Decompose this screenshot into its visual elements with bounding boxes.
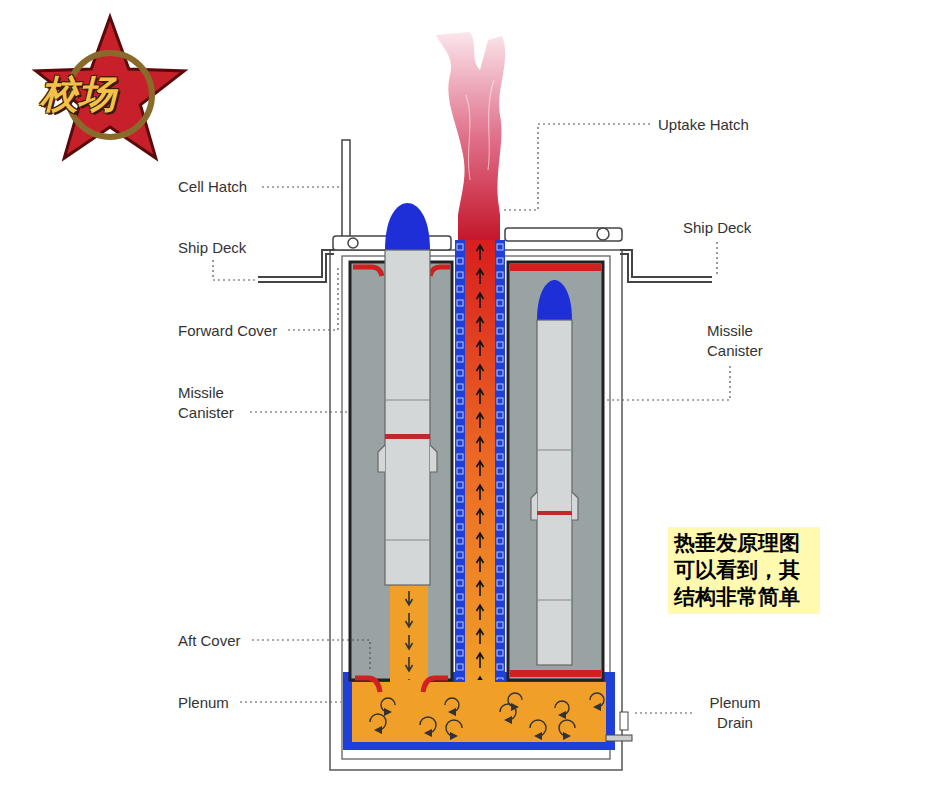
part-label: Aft Cover [178, 631, 241, 651]
part-label: Missile Canister [178, 383, 258, 423]
part-label: Cell Hatch [178, 177, 247, 197]
caption-note: 热垂发原理图 可以看到，其 结构非常简单 [668, 527, 820, 614]
part-label: Ship Deck [178, 238, 246, 258]
part-label: Uptake Hatch [658, 115, 749, 135]
part-label: Plenum [178, 693, 229, 713]
part-label: Plenum Drain [700, 693, 770, 733]
part-label: Missile Canister [707, 321, 787, 361]
logo-watermark: 校场 [40, 72, 116, 116]
part-label: Forward Cover [178, 321, 277, 341]
part-label: Ship Deck [683, 218, 751, 238]
